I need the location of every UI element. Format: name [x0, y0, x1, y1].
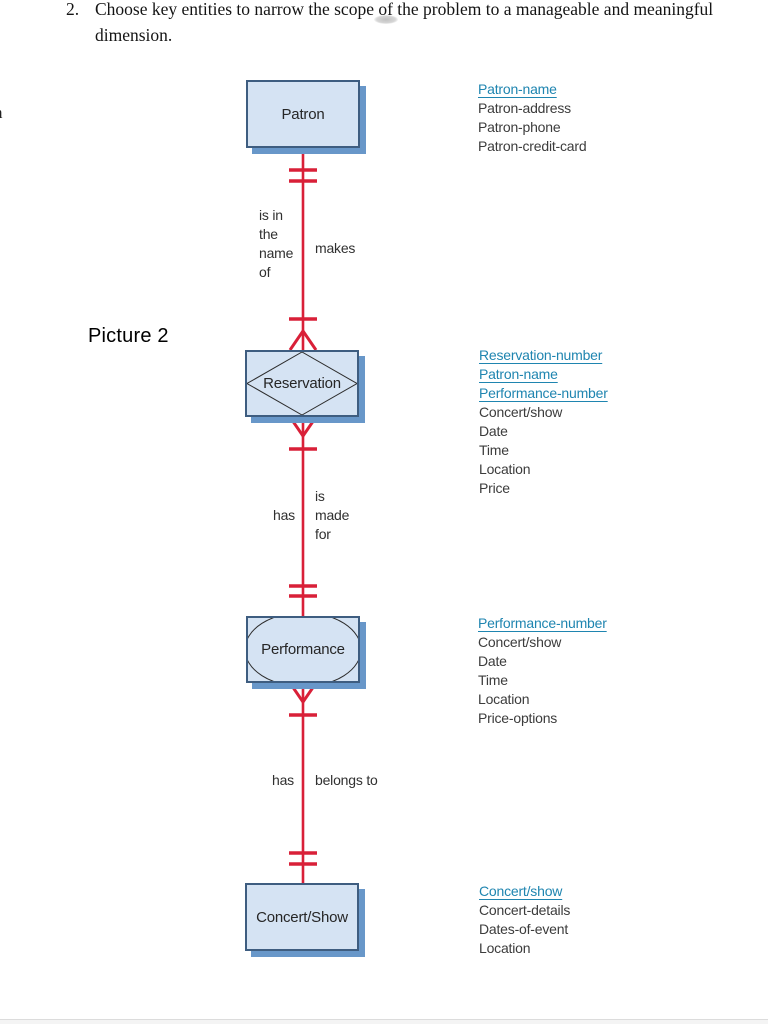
instruction-text: Choose key entities to narrow the scope …: [95, 0, 714, 45]
attribute-list-concert-show: Concert/show Concert-details Dates-of-ev…: [479, 882, 570, 958]
attribute: Patron-credit-card: [478, 138, 587, 154]
attribute: Price-options: [478, 710, 558, 726]
attribute-key: Performance-number: [479, 385, 608, 401]
attribute: Time: [479, 442, 509, 458]
entity-concert-show: Concert/Show: [245, 883, 359, 951]
entity-label: Concert/Show: [256, 908, 348, 926]
attribute: Patron-address: [478, 100, 571, 116]
attribute: Location: [478, 691, 530, 707]
attribute-key: Reservation-number: [479, 347, 603, 363]
attribute-list-patron: Patron-name Patron-address Patron-phone …: [478, 80, 587, 156]
print-artifact: [374, 15, 398, 24]
attribute: Time: [478, 672, 508, 688]
attribute-list-performance: Performance-number Concert/show Date Tim…: [478, 614, 607, 728]
crow-foot-marker: [288, 416, 318, 439]
attribute: Dates-of-event: [479, 921, 569, 937]
attribute-key: Concert/show: [479, 883, 563, 899]
attribute-key: Performance-number: [478, 615, 607, 631]
entity-label: Performance: [261, 641, 345, 658]
entity-performance: Performance: [246, 616, 360, 683]
relationship-label-is-made-for: is made for: [315, 488, 350, 542]
attribute-list-reservation: Reservation-number Patron-name Performan…: [479, 346, 608, 498]
attribute: Location: [479, 461, 531, 477]
picture-label: Picture 2: [88, 325, 169, 347]
attribute: Date: [479, 423, 508, 439]
page-bottom-divider: [0, 1019, 768, 1024]
entity-label: Patron: [281, 105, 325, 123]
attribute-key: Patron-name: [479, 366, 558, 382]
associative-entity-diamond: [247, 352, 357, 415]
relationship-label-has: has: [272, 772, 294, 788]
instruction: 2. Choose key entities to narrow the sco…: [66, 0, 764, 48]
relationship-label-has: has: [273, 507, 295, 523]
attribute: Date: [478, 653, 507, 669]
attribute: Concert-details: [479, 902, 571, 918]
crow-foot-marker: [288, 682, 318, 705]
crow-foot-marker: [288, 328, 318, 351]
relationship-label-belongs-to: belongs to: [315, 772, 378, 788]
attribute-key: Patron-name: [478, 81, 557, 97]
relationship-label-is-in-the-name-of: is in the name of: [259, 207, 294, 280]
relationship-label-makes: makes: [315, 240, 356, 256]
attribute: Price: [479, 480, 510, 496]
attribute: Concert/show: [479, 404, 563, 420]
margin-text-fragment: n: [0, 103, 3, 123]
entity-reservation: Reservation: [245, 350, 359, 417]
attribute: Concert/show: [478, 634, 562, 650]
entity-patron: Patron: [246, 80, 360, 148]
attribute: Location: [479, 940, 531, 956]
instruction-number: 2.: [66, 0, 80, 19]
entity-label: Reservation: [263, 375, 341, 392]
attribute: Patron-phone: [478, 119, 561, 135]
